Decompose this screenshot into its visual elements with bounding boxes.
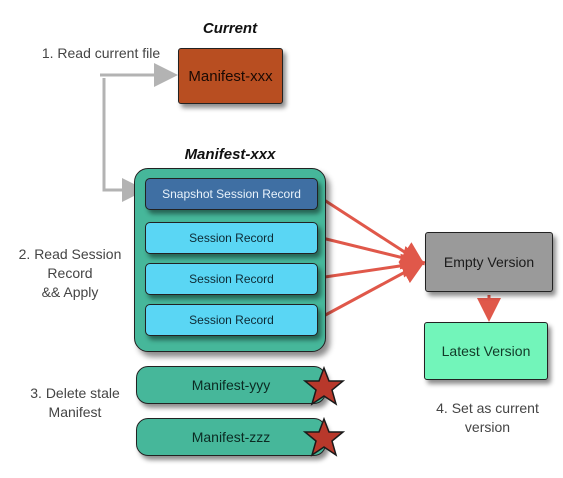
stale-manifest-yyy: Manifest-yyy <box>136 366 326 404</box>
stale-manifest-zzz: Manifest-zzz <box>136 418 326 456</box>
apply-arrow-record-3 <box>317 261 426 321</box>
step-read-session-line3: && Apply <box>41 284 99 300</box>
step-delete-stale: 3. Delete stale Manifest <box>15 384 135 422</box>
star-icon <box>303 417 345 457</box>
step-delete-stale-line1: 3. Delete stale <box>30 385 120 401</box>
apply-arrow-record-1 <box>317 235 426 270</box>
step-read-session: 2. Read Session Record && Apply <box>10 245 130 302</box>
step-delete-stale-line2: Manifest <box>48 404 102 420</box>
star-icon <box>303 366 345 406</box>
step-set-current: 4. Set as current version <box>420 399 555 437</box>
step-set-current-line2: version <box>464 419 511 435</box>
manifest-container-heading: Manifest-xxx <box>184 146 276 163</box>
latest-version-box: Latest Version <box>424 322 548 380</box>
step-set-current-line1: 4. Set as current <box>436 400 539 416</box>
apply-arrow-snapshot <box>317 194 426 266</box>
step-read-current: 1. Read current file <box>41 45 161 61</box>
empty-version-box: Empty Version <box>425 232 553 292</box>
step-read-session-line2: Record <box>47 265 93 281</box>
session-record-1: Session Record <box>145 222 318 254</box>
read-manifest-arrow <box>102 78 146 202</box>
step-read-session-line1: 2. Read Session <box>18 246 122 262</box>
apply-arrow-record-2 <box>317 253 426 280</box>
session-record-2: Session Record <box>145 263 318 295</box>
session-record-3: Session Record <box>145 304 318 336</box>
current-manifest-box: Manifest-xxx <box>178 48 283 104</box>
snapshot-session-record: Snapshot Session Record <box>145 178 318 210</box>
current-heading: Current <box>202 20 258 37</box>
